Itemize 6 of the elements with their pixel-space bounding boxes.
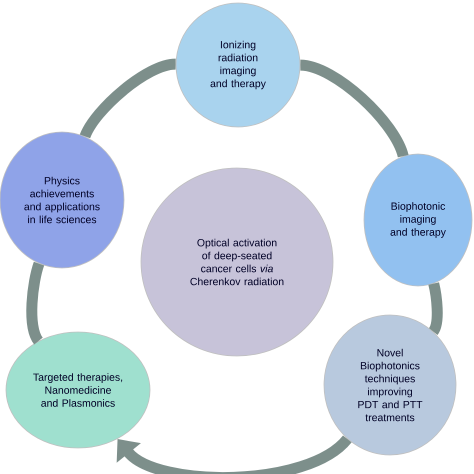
ellipse-node: Optical activation of deep-seated cancer cells via Cherenkov radiation: [140, 168, 334, 356]
cycle-arrow: [116, 434, 352, 474]
ellipse-node: Biophotonic imaging and therapy: [364, 154, 472, 286]
ellipse-node: Targeted therapies, Nanomedicine and Plasmonics: [6, 332, 150, 448]
ellipse-node: Novel Biophotonics techniques improving PDT and PTT treatments: [324, 314, 456, 456]
ellipse-node: Ionizing radiation imaging and therapy: [176, 2, 300, 128]
